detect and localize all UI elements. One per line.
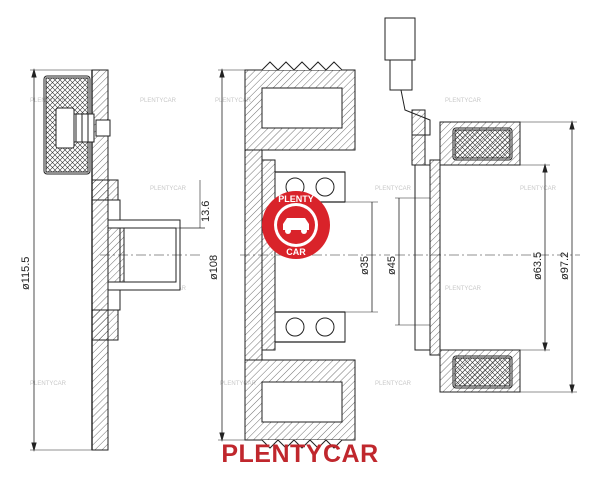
watermark-text: PLENTYCAR — [445, 98, 482, 104]
brand-caption: PLENTYCAR — [221, 440, 379, 468]
dimension-13-6: 13.6 — [200, 201, 212, 222]
clutch-plate-view — [30, 68, 205, 452]
logo-top-text: PLENTY — [278, 194, 314, 204]
watermark-text: PLENTYCAR — [140, 98, 177, 104]
watermark-text: PLENTYCAR — [375, 381, 412, 387]
dimension-45: ø45 — [386, 256, 398, 275]
plentycar-logo: PLENTY CAR — [262, 191, 330, 259]
technical-drawing: PLENTYCAR PLENTYCAR PLENTYCAR PLENTYCAR … — [20, 17, 580, 452]
watermark-text: PLENTYCAR — [445, 286, 482, 292]
watermark-text: PLENTYCAR — [220, 381, 257, 387]
logo-bottom-text: CAR — [286, 247, 306, 257]
watermark-text: PLENTYCAR — [30, 381, 67, 387]
watermark-text: PLENTYCAR — [375, 186, 412, 192]
dimension-63-5: ø63.5 — [532, 252, 544, 280]
coil-view — [384, 17, 580, 394]
dimension-108: ø108 — [208, 255, 220, 280]
dimension-35: ø35 — [359, 256, 371, 275]
watermark-layer: PLENTYCAR PLENTYCAR PLENTYCAR PLENTYCAR … — [30, 98, 557, 387]
dimension-97-2: ø97.2 — [559, 252, 571, 280]
car-icon — [283, 218, 309, 230]
watermark-text: PLENTYCAR — [215, 98, 252, 104]
watermark-text: PLENTYCAR — [520, 186, 557, 192]
dimension-115: ø115.5 — [20, 257, 32, 290]
watermark-text: PLENTYCAR — [150, 186, 187, 192]
